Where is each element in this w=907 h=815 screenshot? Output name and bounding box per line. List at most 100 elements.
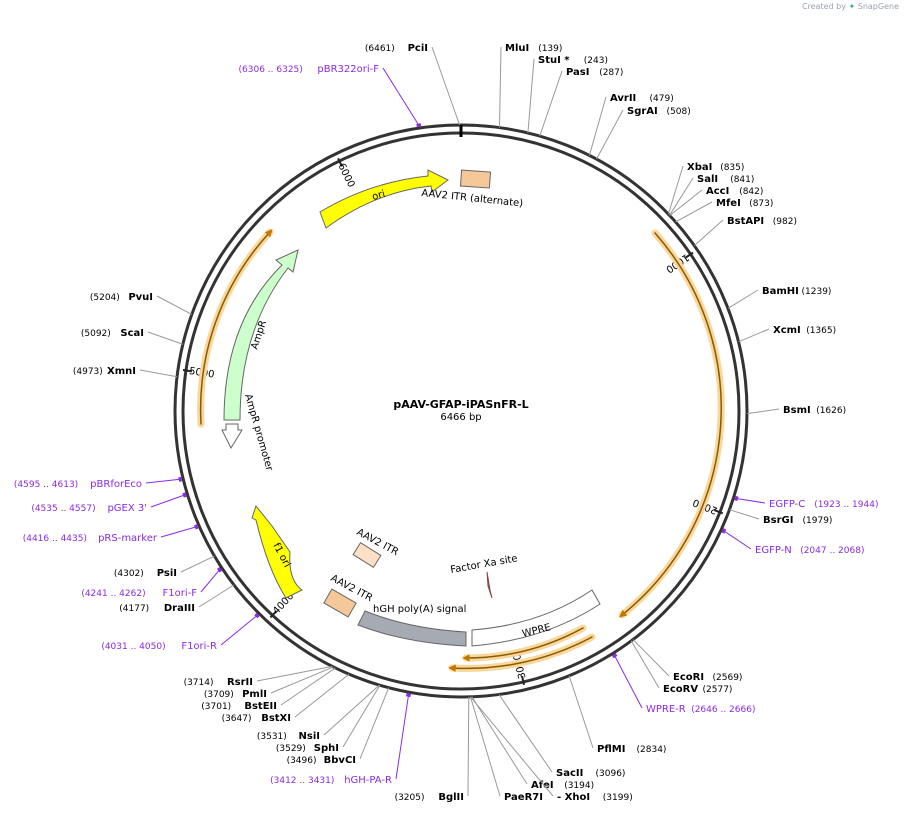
feature-aav2-itr-alt-label: AAV2 ITR (alternate)	[421, 188, 524, 210]
enzyme-position: (2577)	[703, 685, 733, 695]
enzyme-leader	[588, 96, 607, 156]
enzyme-leader	[294, 673, 350, 718]
enzyme-position: (3701)	[201, 702, 231, 712]
orf-arc-egfp-line	[619, 232, 722, 618]
enzyme-position: (3714)	[184, 678, 214, 688]
orf-arcs	[197, 228, 725, 672]
primer-label: F1ori-F	[163, 588, 198, 599]
enzyme-label: BamHI	[762, 286, 799, 297]
enzyme-leader	[630, 640, 660, 689]
feature-ampr-promoter-arrow	[221, 423, 243, 450]
tick-4000	[269, 610, 278, 619]
primer-leader	[150, 494, 185, 508]
enzyme-position: (3647)	[222, 714, 252, 724]
enzyme-position: (3709)	[204, 690, 234, 700]
enzyme-leader	[539, 70, 563, 137]
enzyme-label: SacII	[556, 768, 583, 779]
enzyme-label: BglII	[438, 792, 464, 803]
enzyme-position: (841)	[730, 175, 754, 185]
enzyme-leader	[198, 584, 235, 608]
feature-ampr-arrow	[223, 249, 299, 421]
enzyme-position: (3531)	[257, 732, 287, 742]
enzyme-label: AfeI	[531, 780, 554, 791]
enzyme-leader	[139, 369, 178, 378]
tick-2000	[713, 509, 724, 515]
orf-arc-left-line	[199, 229, 273, 425]
enzyme-label: StuI *	[538, 55, 570, 66]
primer-label: pBR322ori-F	[317, 64, 379, 75]
primer-label: hGH-PA-R	[344, 775, 392, 786]
enzyme-label: EcoRI	[673, 672, 704, 683]
enzyme-position: (139)	[538, 44, 562, 54]
primer-bar	[416, 123, 422, 127]
primer-label: EGFP-C	[769, 499, 805, 510]
enzyme-label: DraIII	[164, 603, 195, 614]
primer-bar	[193, 524, 199, 530]
feature-ampr-promoter-label: AmpR promoter	[242, 393, 275, 473]
enzyme-position: (3529)	[276, 744, 306, 754]
enzyme-position: (3199)	[603, 793, 633, 803]
enzyme-label: SgrAI	[627, 106, 658, 117]
feature-hgh-polya-label: hGH poly(A) signal	[373, 604, 466, 615]
primer-leader	[145, 478, 181, 484]
enzyme-position: (4973)	[73, 367, 103, 377]
enzyme-leader	[280, 667, 336, 706]
enzyme-leader	[323, 684, 380, 736]
enzyme-label: PvuI	[128, 292, 153, 303]
feature-f1ori-arrow	[251, 504, 303, 599]
enzyme-label: PasI	[566, 67, 589, 78]
enzyme-label: NsiI	[299, 731, 320, 742]
primer-position: (6306 .. 6325)	[239, 65, 303, 75]
enzyme-position: (6461)	[365, 44, 395, 54]
tick-3000	[521, 675, 526, 686]
enzyme-position: (3194)	[564, 781, 594, 791]
enzyme-label: BstEII	[244, 701, 277, 712]
enzyme-leader	[596, 109, 624, 160]
enzyme-position: (243)	[584, 56, 608, 66]
enzyme-position: (873)	[749, 199, 773, 209]
tick-1000	[685, 251, 694, 259]
primer-position: (2646 .. 2666)	[691, 705, 755, 715]
enzyme-sites: PciI(6461)MluI(139)StuI *(243)PasI(287)A…	[73, 43, 846, 803]
primer-position: (4241 .. 4262)	[81, 589, 145, 599]
enzyme-label: AvrII	[610, 93, 636, 104]
primer-leader	[200, 569, 220, 593]
enzyme-leader	[669, 189, 703, 216]
primer-position: (4416 .. 4435)	[23, 534, 87, 544]
primer-bar	[611, 653, 618, 659]
enzyme-label: PflMI	[597, 744, 625, 755]
enzyme-label: PciI	[408, 43, 428, 54]
enzyme-leader	[467, 696, 470, 797]
enzyme-position: (287)	[599, 68, 623, 78]
enzyme-leader	[359, 687, 390, 760]
enzyme-label: BbvCI	[324, 755, 356, 766]
enzyme-leader	[632, 639, 670, 677]
plasmid-length: 6466 bp	[440, 412, 481, 423]
enzyme-position: (5092)	[81, 329, 111, 339]
enzyme-leader	[471, 696, 528, 785]
primer-bar	[721, 528, 727, 534]
primer-label: EGFP-N	[755, 545, 792, 556]
orf-arc-2-line	[462, 627, 584, 662]
enzyme-leader	[470, 696, 554, 797]
features: ori AAV2 ITR (alternate) AmpR AmpR promo…	[221, 169, 601, 647]
enzyme-leader	[180, 555, 215, 573]
plasmid-name: pAAV-GFAP-iPASnFR-L	[393, 398, 528, 411]
enzyme-position: (1979)	[803, 516, 833, 526]
credit-text: Created by	[801, 2, 846, 11]
enzyme-position: (1626)	[816, 406, 846, 416]
enzyme-position: (982)	[773, 217, 797, 227]
enzyme-label: SphI	[314, 743, 339, 754]
primer-position: (3412 .. 3431)	[270, 776, 334, 786]
primer-bar	[254, 612, 260, 619]
enzyme-leader	[729, 509, 760, 520]
primer-label: pGEX 3'	[107, 503, 147, 514]
enzyme-label: BstXI	[261, 713, 291, 724]
enzyme-position: (1239)	[802, 287, 832, 297]
enzyme-label: EcoRV	[663, 684, 698, 695]
enzyme-label: BsmI	[783, 405, 811, 416]
credit-brand: SnapGene	[857, 2, 899, 11]
primer-leader	[220, 615, 258, 646]
enzyme-label: XmnI	[107, 366, 136, 377]
